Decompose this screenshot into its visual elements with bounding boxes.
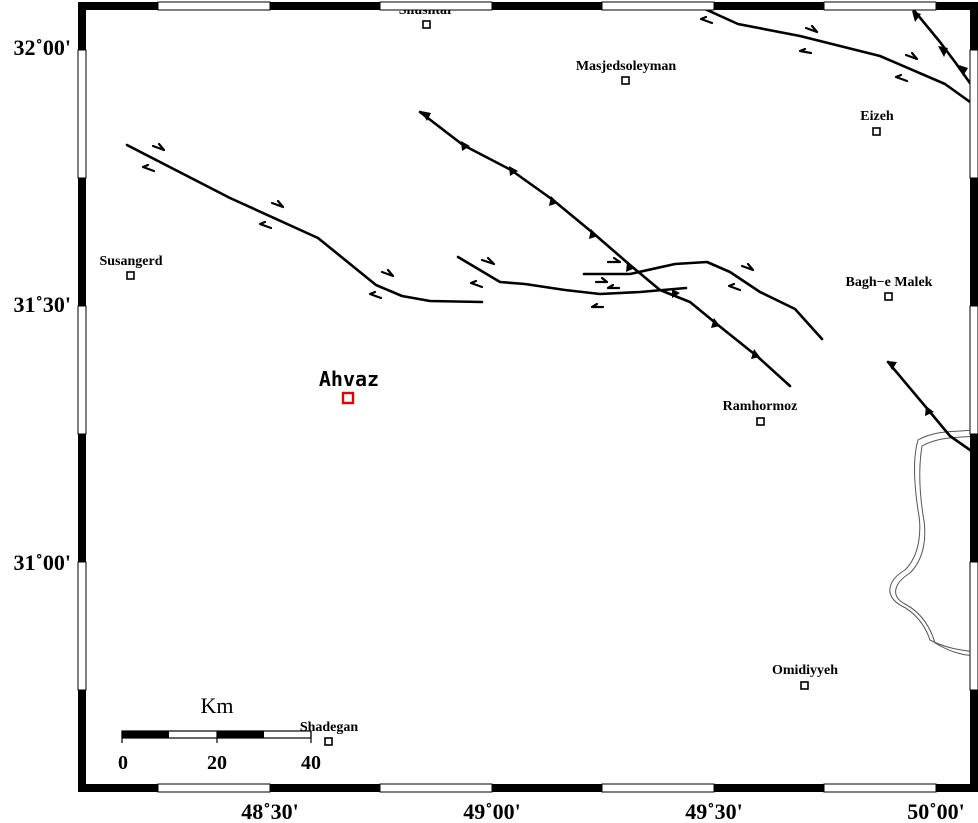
half-arrow-icon (727, 282, 742, 292)
square-marker-icon (756, 417, 765, 426)
triangle-barb-icon (589, 229, 598, 239)
half-arrow-icon (804, 24, 819, 34)
strike-slip-arrows (141, 15, 919, 309)
city-markers (126, 20, 893, 746)
lon-tick-label: 48˚30' (241, 799, 298, 823)
triangle-barb-icon (461, 141, 470, 151)
fault-line (582, 260, 824, 341)
lon-tick-label: 49˚30' (685, 799, 742, 823)
square-marker-icon (872, 127, 881, 136)
half-arrow-icon (740, 262, 755, 272)
square-marker-icon (324, 737, 333, 746)
triangle-barb-icon (672, 289, 680, 298)
half-arrow-icon (469, 279, 484, 289)
triangle-barb-icon (959, 65, 968, 76)
scale-label-0: 0 (118, 752, 128, 774)
lat-tick-label: 32˚00' (14, 35, 71, 60)
half-arrow-icon (606, 283, 621, 290)
half-arrow-icon (270, 199, 285, 209)
triangle-barb-icon (421, 111, 431, 121)
fault-line (125, 143, 484, 304)
scale-label-40: 40 (301, 752, 321, 774)
half-arrow-icon (590, 302, 605, 309)
half-arrow-icon (699, 15, 714, 25)
lat-tick-label: 31˚30' (14, 292, 71, 317)
triangle-barb-icon (549, 196, 558, 206)
half-arrow-icon (151, 142, 166, 152)
square-marker-icon (800, 681, 809, 690)
coastline (889, 429, 970, 652)
half-arrow-icon (141, 163, 156, 173)
half-arrow-icon (894, 73, 909, 83)
ahvaz-marker-icon (341, 391, 355, 405)
scale-label-20: 20 (207, 752, 227, 774)
city-label-bagh-e-malek: Bagh−e Malek (846, 275, 933, 290)
map-frame (77, 1, 978, 793)
triangle-barb-icon (751, 349, 760, 359)
triangle-barb-icon (711, 318, 720, 328)
half-arrow-icon (606, 256, 622, 264)
city-label-omidiyyeh: Omidiyyeh (772, 663, 838, 678)
half-arrow-icon (480, 256, 496, 266)
square-marker-icon (621, 76, 630, 85)
city-label-ramhormoz: Ramhormoz (723, 399, 798, 414)
triangle-barb-icon (912, 11, 921, 22)
main-city-label: Ahvaz (319, 367, 379, 391)
scale-bar: Km 0 20 40 (118, 693, 321, 774)
triangle-barb-icon (626, 262, 635, 272)
fault-line (456, 255, 688, 296)
city-label-shadegan: Shadegan (300, 720, 359, 735)
city-label-shushtar: Shushtar (399, 3, 453, 18)
half-arrow-icon (258, 220, 273, 230)
coastline (895, 435, 970, 657)
lat-tick-label: 31˚00' (14, 550, 71, 575)
fault-line (886, 360, 970, 452)
thrust-barbs (421, 11, 968, 416)
triangle-barb-icon (925, 406, 934, 416)
half-arrow-icon (380, 268, 395, 278)
triangle-barb-icon (887, 361, 897, 370)
lon-tick-label: 49˚00' (463, 799, 520, 823)
half-arrow-icon (904, 51, 919, 61)
city-label-susangerd: Susangerd (99, 254, 162, 269)
half-arrow-icon (798, 47, 813, 55)
city-label-eizeh: Eizeh (860, 109, 894, 124)
square-marker-icon (884, 292, 893, 301)
scale-unit: Km (201, 693, 234, 718)
triangle-barb-icon (509, 166, 518, 176)
lon-tick-label: 50˚00' (907, 799, 964, 823)
square-marker-icon (126, 271, 135, 280)
half-arrow-icon (594, 276, 609, 284)
triangle-barb-icon (938, 46, 948, 57)
square-marker-icon (422, 20, 431, 29)
fault-line (703, 10, 970, 104)
city-label-masjedsoleyman: Masjedsoleyman (576, 59, 677, 74)
half-arrow-icon (368, 290, 383, 300)
